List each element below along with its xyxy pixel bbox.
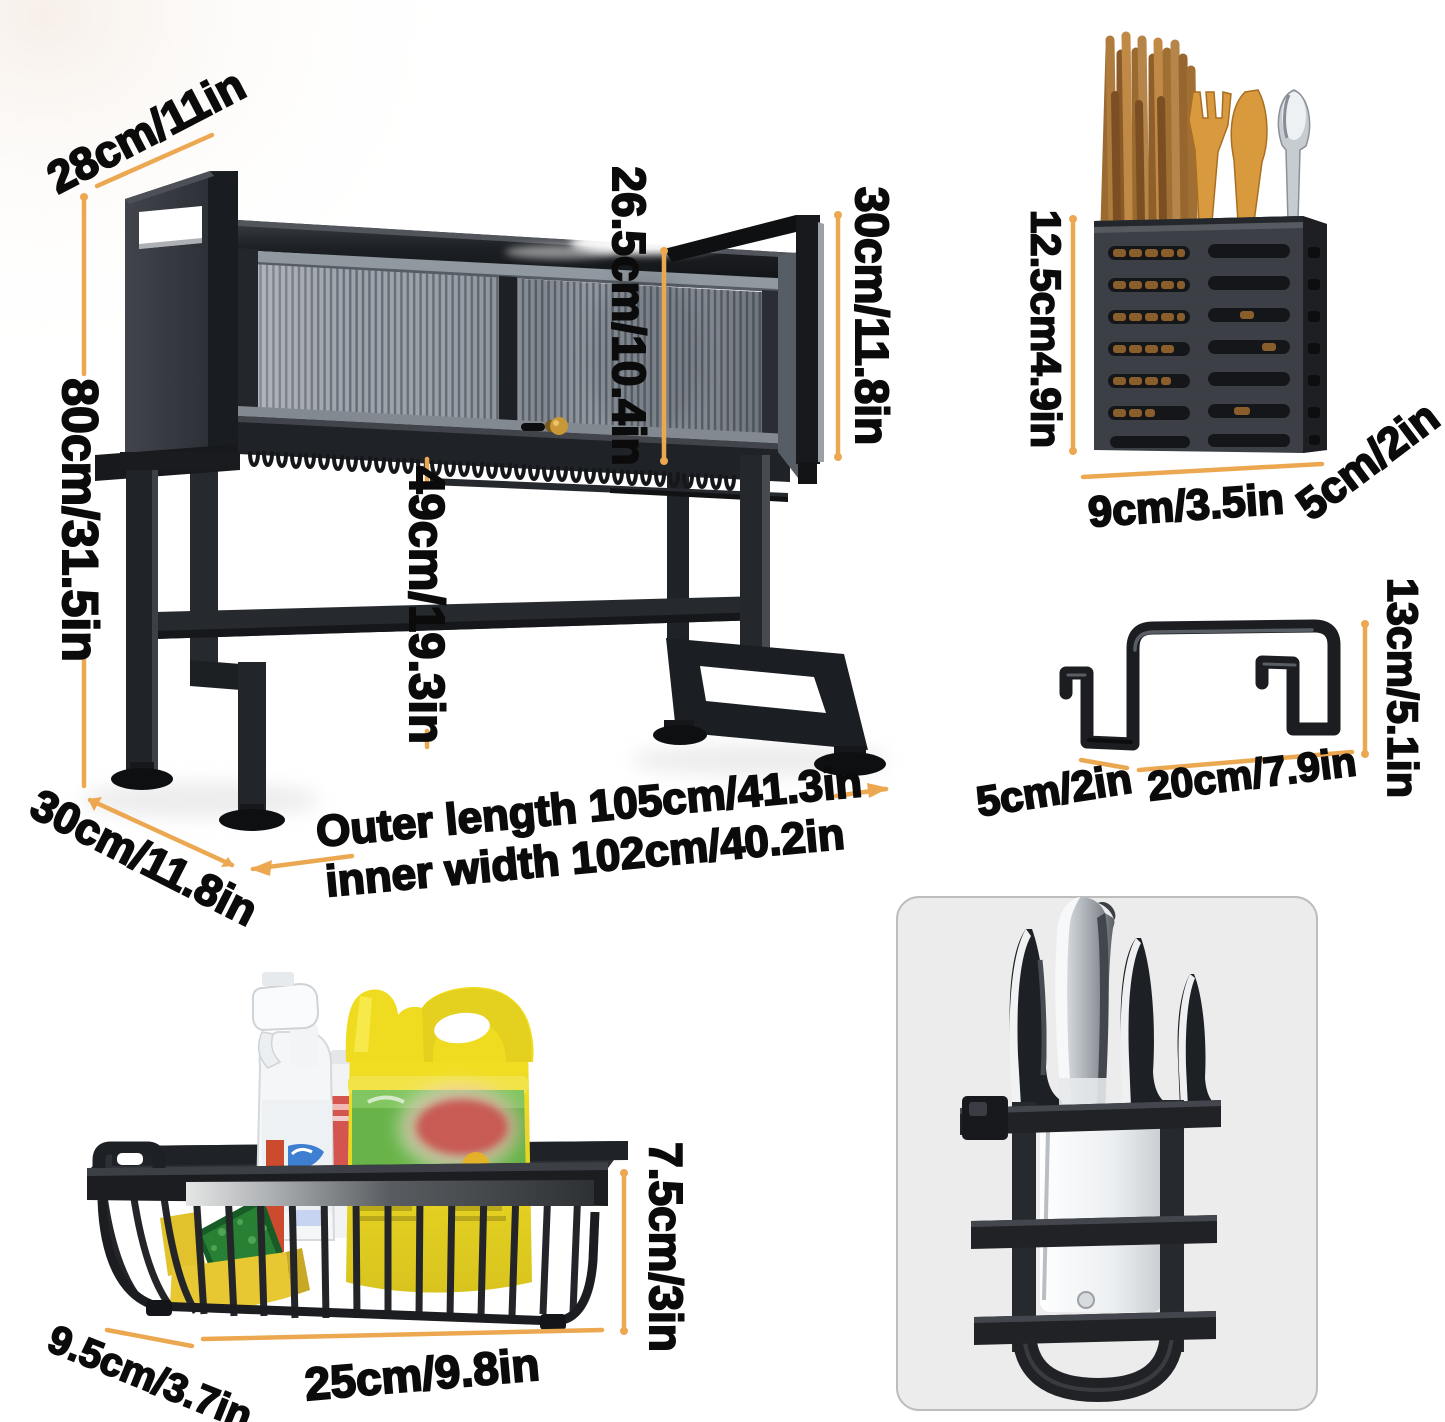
svg-text:30cm/11.8in: 30cm/11.8in <box>846 187 898 445</box>
svg-text:12.5cm4.9in: 12.5cm4.9in <box>1023 210 1070 448</box>
svg-text:26.5cm/10.4in: 26.5cm/10.4in <box>603 166 655 465</box>
svg-text:49cm/19.3in: 49cm/19.3in <box>399 466 453 744</box>
svg-text:80cm/31.5in: 80cm/31.5in <box>52 378 108 662</box>
svg-text:7.5cm/3in: 7.5cm/3in <box>640 1142 692 1352</box>
svg-text:13cm/5.1in: 13cm/5.1in <box>1378 578 1426 798</box>
